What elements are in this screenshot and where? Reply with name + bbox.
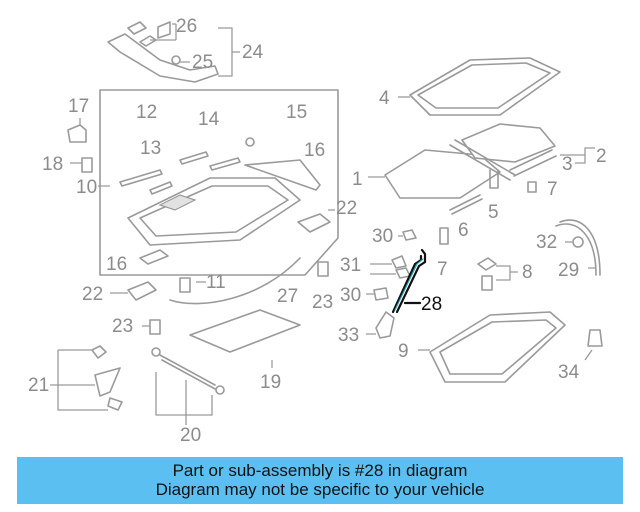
label-33: 33 — [338, 325, 359, 346]
label-30b: 30 — [340, 285, 361, 306]
label-14: 14 — [198, 109, 220, 130]
label-23b: 23 — [112, 316, 133, 337]
fasteners-cable — [142, 257, 329, 335]
label-30a: 30 — [372, 226, 393, 247]
label-12: 12 — [136, 102, 157, 123]
label-6: 6 — [458, 220, 469, 241]
weatherstrip-9 — [418, 311, 566, 383]
frame-box — [99, 89, 339, 276]
label-7a: 7 — [547, 179, 558, 200]
label-2: 2 — [596, 146, 607, 167]
label-25: 25 — [192, 52, 213, 73]
label-3: 3 — [562, 154, 573, 175]
label-5: 5 — [488, 202, 499, 223]
label-26: 26 — [176, 16, 197, 37]
leader-20 — [155, 372, 213, 425]
label-23a: 23 — [312, 292, 333, 313]
bracket-17-18 — [67, 118, 110, 187]
label-1: 1 — [352, 169, 363, 190]
label-9: 9 — [398, 341, 409, 362]
label-34: 34 — [558, 362, 580, 383]
panel-group-1-7 — [368, 123, 595, 215]
grommet-34 — [584, 329, 603, 361]
label-17: 17 — [68, 96, 89, 117]
label-16a: 16 — [304, 140, 325, 161]
label-20: 20 — [180, 425, 201, 446]
glass-panel-4 — [398, 57, 561, 116]
label-8: 8 — [522, 262, 533, 283]
label-15: 15 — [286, 102, 307, 123]
label-22b: 22 — [82, 284, 103, 305]
label-10: 10 — [76, 177, 97, 198]
shade-assembly-top — [107, 21, 240, 83]
bracket-21 — [50, 345, 123, 411]
caption-line-2: Diagram may not be specific to your vehi… — [155, 480, 485, 499]
label-22a: 22 — [336, 198, 357, 219]
label-7b: 7 — [437, 259, 448, 280]
caption-bar: Part or sub-assembly is #28 in diagram D… — [17, 457, 623, 504]
label-32: 32 — [536, 232, 557, 253]
label-13: 13 — [140, 138, 161, 159]
sunroof-frame — [119, 137, 321, 265]
bracket-22 — [110, 209, 335, 301]
label-28: 28 — [421, 294, 442, 315]
part-labels: 1 2 3 4 5 6 7 7 8 9 10 11 12 13 14 15 16… — [28, 16, 607, 446]
label-4: 4 — [379, 88, 390, 109]
label-29: 29 — [558, 260, 579, 281]
label-21: 21 — [28, 375, 49, 396]
highlighted-part-28 — [391, 248, 427, 314]
bracket-8 — [439, 227, 518, 291]
drain-tube-29 — [555, 219, 601, 276]
label-27: 27 — [277, 286, 298, 307]
label-18: 18 — [42, 154, 63, 175]
label-24: 24 — [242, 42, 264, 63]
label-31: 31 — [340, 255, 361, 276]
label-16b: 16 — [106, 254, 127, 275]
label-19: 19 — [260, 372, 281, 393]
sunshade-19 — [151, 309, 301, 395]
label-11: 11 — [206, 272, 226, 293]
clips-30-31-33 — [366, 229, 417, 339]
caption-line-1: Part or sub-assembly is #28 in diagram — [172, 461, 468, 480]
